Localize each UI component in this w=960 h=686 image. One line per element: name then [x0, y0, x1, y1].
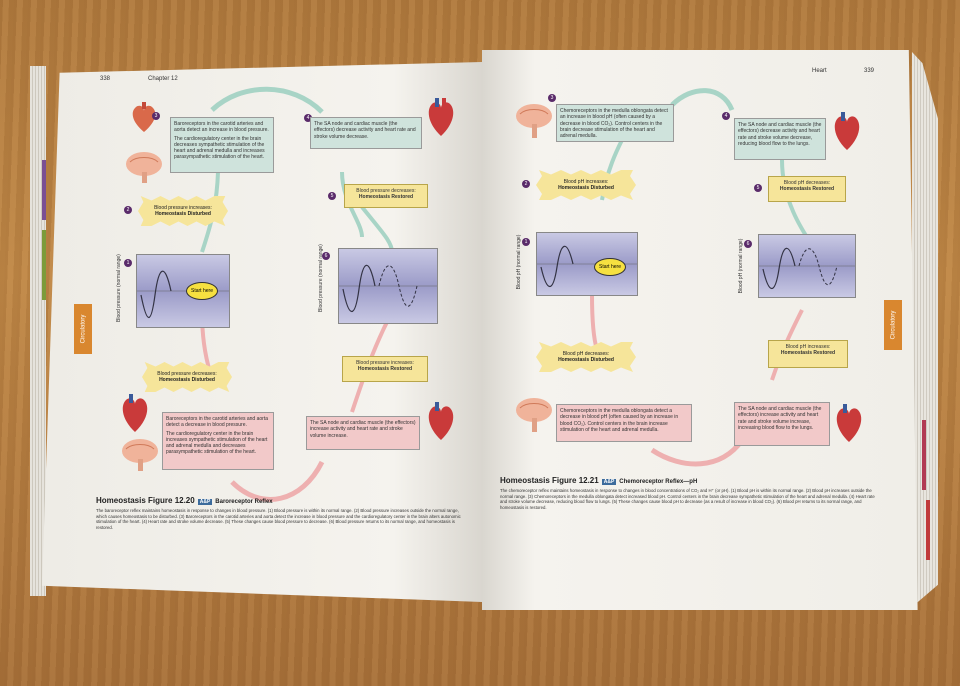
- step-number-3: 3: [548, 94, 556, 102]
- step-5b-line1: Blood pH increases:: [785, 344, 831, 350]
- running-head: Heart: [812, 68, 827, 74]
- step-2b-line2: Homeostasis Disturbed: [159, 377, 215, 383]
- figure-caption-body: The baroreceptor reflex maintains homeos…: [96, 508, 461, 530]
- step-2b-line1: Blood pH decreases:: [562, 351, 610, 357]
- page-edge-tab-purple: [42, 160, 46, 220]
- step-5-line2: Homeostasis Restored: [358, 194, 414, 201]
- step-5-box: Blood pressure decreases: Homeostasis Re…: [344, 184, 428, 208]
- step-2b-line2: Homeostasis Disturbed: [558, 357, 614, 363]
- step-5b-line2: Homeostasis Restored: [357, 366, 413, 373]
- step-3b-text: Chemoreceptors in the medulla oblongata …: [560, 408, 679, 433]
- step-number-2: 2: [522, 180, 530, 188]
- heart-icon: [426, 402, 456, 447]
- step-2-line1: Blood pressure increases:: [154, 205, 212, 211]
- step-number-3: 3: [152, 112, 160, 120]
- step-3-text: Chemoreceptors in the medulla oblongata …: [560, 108, 668, 139]
- page-number: 339: [864, 68, 875, 74]
- blood-ph-graph-restored: [758, 234, 856, 298]
- step-2b-burst: Blood pressure decreases: Homeostasis Di…: [142, 362, 232, 392]
- heart-icon: [426, 98, 456, 143]
- y-axis-label: Blood pressure (normal range): [116, 254, 122, 322]
- step-number-1: 1: [522, 238, 530, 246]
- step-3-box: Baroreceptors in the carotid arteries an…: [170, 117, 274, 173]
- start-here-marker: Start here: [186, 282, 218, 300]
- step-number-5: 5: [328, 192, 336, 200]
- step-2-line2: Homeostasis Disturbed: [558, 185, 614, 191]
- brain-icon: [514, 396, 554, 441]
- brain-icon: [124, 150, 164, 189]
- step-4-box: The SA node and cardiac muscle (the effe…: [734, 118, 826, 160]
- y-axis-label: Blood pressure (normal range): [318, 244, 324, 312]
- step-3b-box: Chemoreceptors in the medulla oblongata …: [556, 404, 692, 442]
- step-4b-text: The SA node and cardiac muscle (the effe…: [310, 420, 416, 439]
- heart-icon: [120, 394, 150, 439]
- section-side-tab: Circulatory: [884, 300, 902, 350]
- page-edge-tab-red: [922, 420, 926, 490]
- step-number-2: 2: [124, 206, 132, 214]
- brain-icon: [120, 437, 160, 478]
- step-5-line1: Blood pH decreases:: [783, 180, 831, 186]
- step-5-line1: Blood pressure decreases:: [356, 188, 416, 194]
- step-4-text: The SA node and cardiac muscle (the effe…: [314, 121, 416, 140]
- step-5b-line2: Homeostasis Restored: [780, 350, 836, 357]
- page-edge-tab-green: [42, 230, 46, 300]
- ap-badge: A&P: [197, 499, 213, 505]
- right-page: Heart 339 3 Chemoreceptors in the medull…: [482, 50, 918, 610]
- step-5-box: Blood pH decreases: Homeostasis Restored: [768, 176, 846, 202]
- y-axis-label: Blood pH (normal range): [516, 234, 522, 290]
- step-4b-box: The SA node and cardiac muscle (the effe…: [734, 402, 830, 446]
- step-3b-box: Baroreceptors in the carotid arteries an…: [162, 412, 274, 470]
- step-3b-text: Baroreceptors in the carotid arteries an…: [166, 416, 268, 429]
- step-5b-box: Blood pressure increases: Homeostasis Re…: [342, 356, 428, 382]
- heart-icon: [832, 112, 862, 157]
- y-axis-label: Blood pH (normal range): [738, 238, 744, 294]
- page-number: 338: [100, 76, 111, 82]
- step-3-box: Chemoreceptors in the medulla oblongata …: [556, 104, 674, 142]
- step-4-text: The SA node and cardiac muscle (the effe…: [738, 122, 822, 147]
- step-number-4: 4: [722, 112, 730, 120]
- figure-subtitle: Chemoreceptor Reflex—pH: [619, 479, 698, 485]
- brain-icon: [514, 102, 554, 147]
- section-side-tab: Circulatory: [74, 304, 92, 354]
- step-5-line2: Homeostasis Restored: [779, 186, 835, 193]
- left-page: 338 Chapter 12 3 Baroreceptors in the ca…: [42, 62, 482, 602]
- step-2-line1: Blood pH increases:: [563, 179, 609, 185]
- step-3b-text-2: The cardioregulatory center in the brain…: [166, 430, 268, 456]
- step-number-5: 5: [754, 184, 762, 192]
- figure-subtitle: Baroreceptor Reflex: [215, 499, 273, 505]
- heart-icon: [130, 102, 158, 139]
- step-2b-line1: Blood pressure decreases:: [157, 371, 217, 377]
- step-4b-text: The SA node and cardiac muscle (the effe…: [738, 406, 822, 431]
- figure-caption-body: The chemoreceptor reflex maintains homeo…: [500, 488, 875, 510]
- step-2-burst: Blood pressure increases: Homeostasis Di…: [138, 196, 228, 226]
- start-here-marker: Start here: [594, 258, 626, 276]
- step-4b-box: The SA node and cardiac muscle (the effe…: [306, 416, 420, 450]
- left-page-edges: [30, 66, 46, 596]
- ap-badge: A&P: [601, 479, 617, 485]
- page-edge-tab-red-2: [926, 500, 930, 560]
- step-number-4: 4: [304, 114, 312, 122]
- step-3-text-2: The cardioregulatory center in the brain…: [174, 135, 265, 161]
- step-number-1: 1: [124, 259, 132, 267]
- heart-icon: [834, 404, 864, 449]
- blood-pressure-graph-restored: [338, 248, 438, 324]
- right-page-edges: [912, 52, 938, 607]
- step-number-6: 6: [322, 252, 330, 260]
- step-5b-line1: Blood pressure increases:: [356, 360, 414, 366]
- step-2-line2: Homeostasis Disturbed: [155, 211, 211, 217]
- step-4-box: The SA node and cardiac muscle (the effe…: [310, 117, 422, 149]
- running-head: Chapter 12: [148, 76, 178, 82]
- step-2b-burst: Blood pH decreases: Homeostasis Disturbe…: [536, 342, 636, 372]
- step-2-burst: Blood pH increases: Homeostasis Disturbe…: [536, 170, 636, 200]
- step-5b-box: Blood pH increases: Homeostasis Restored: [768, 340, 848, 368]
- step-number-6: 6: [744, 240, 752, 248]
- step-3-text: Baroreceptors in the carotid arteries an…: [174, 121, 269, 134]
